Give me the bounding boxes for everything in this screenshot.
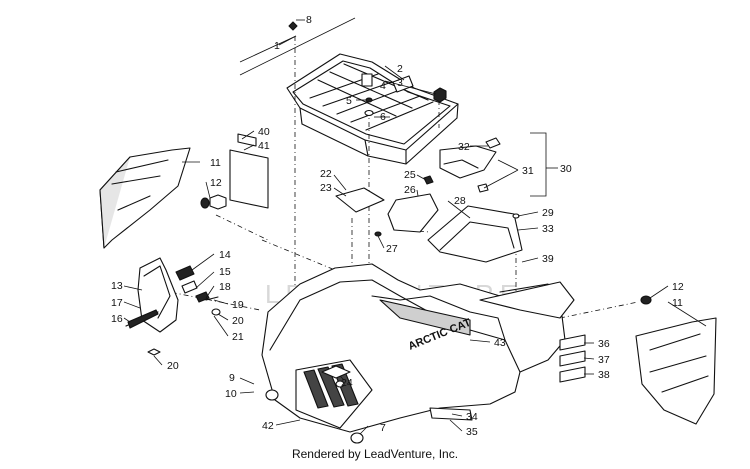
callout-39: 39: [542, 253, 554, 265]
left-side-panel: [99, 147, 227, 249]
callout-42: 42: [262, 420, 274, 432]
front-fender: [261, 263, 575, 444]
callout-22: 22: [320, 168, 332, 180]
center-console: [335, 137, 523, 263]
callout-35: 35: [466, 426, 478, 438]
rack-hardware: [288, 21, 447, 117]
callout-27: 27: [386, 243, 398, 255]
callout-1: 1: [274, 40, 280, 52]
callout-29: 29: [542, 207, 554, 219]
decal-panel: [229, 133, 269, 209]
callout-18: 18: [219, 281, 231, 293]
callout-34: 34: [466, 411, 478, 423]
callout-13: 13: [111, 280, 123, 292]
render-credit: Rendered by LeadVenture, Inc.: [291, 447, 459, 461]
callout-20-left: 20: [167, 360, 179, 372]
callout-11-left: 11: [210, 157, 221, 169]
callout-brackets: [239, 17, 558, 197]
callout-17: 17: [111, 297, 123, 309]
callout-16: 16: [111, 313, 123, 325]
right-side-panel: [559, 295, 717, 425]
callout-38: 38: [598, 369, 610, 381]
callout-2: 2: [397, 63, 403, 75]
callout-6: 6: [380, 111, 386, 123]
callout-12-left: 12: [210, 177, 222, 189]
callout-36: 36: [598, 338, 610, 350]
callout-43: 43: [494, 337, 506, 349]
callout-9: 9: [229, 372, 235, 384]
callout-23: 23: [320, 182, 332, 194]
callout-24: 24: [341, 377, 353, 389]
callout-5: 5: [346, 95, 352, 107]
callout-4: 4: [380, 80, 386, 92]
callout-41: 41: [258, 140, 270, 152]
callout-19: 19: [232, 299, 244, 311]
callout-40: 40: [258, 126, 270, 138]
callout-20-right: 20: [232, 315, 244, 327]
callout-31: 31: [522, 165, 534, 177]
callout-14: 14: [219, 249, 231, 261]
callout-30: 30: [560, 163, 572, 175]
callout-28: 28: [454, 195, 466, 207]
callout-8: 8: [306, 14, 312, 26]
callout-32: 32: [458, 141, 470, 153]
leader-lines: [123, 19, 707, 435]
callout-7: 7: [380, 422, 386, 434]
callout-33: 33: [542, 223, 554, 235]
callout-26: 26: [404, 184, 416, 196]
callout-15: 15: [219, 266, 231, 278]
callout-labels: 1 2 3 4 5 6 7 8 9 10 11 12 13 14 15 16 1…: [111, 14, 684, 438]
callout-37: 37: [598, 354, 610, 366]
front-rack: [286, 53, 459, 165]
headlight-assembly: [125, 257, 221, 356]
callout-3: 3: [397, 77, 403, 89]
callout-21: 21: [232, 331, 244, 343]
callout-11-right: 11: [672, 297, 683, 309]
callout-10: 10: [225, 388, 237, 400]
callout-25: 25: [404, 169, 416, 181]
callout-12-right: 12: [672, 281, 684, 293]
